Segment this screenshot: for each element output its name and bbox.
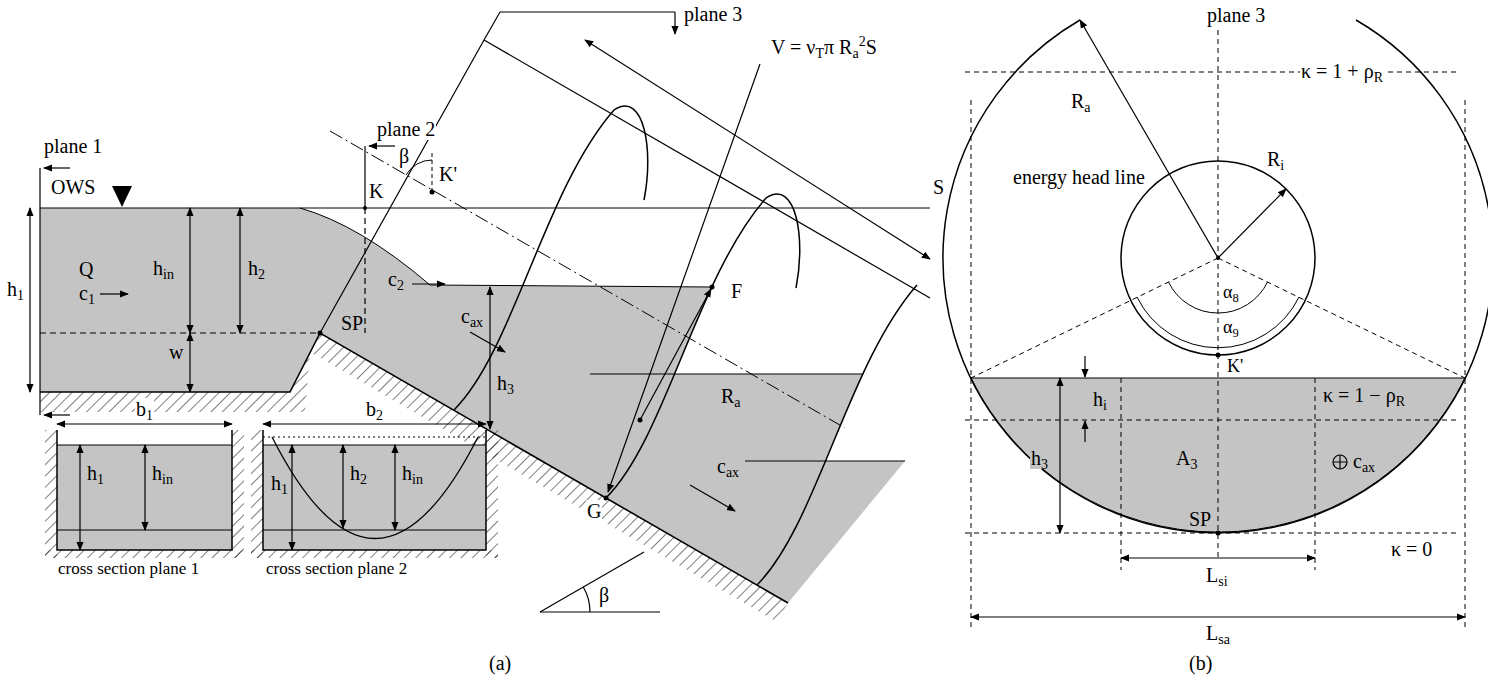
- diagram-label: c2: [387, 268, 405, 290]
- subscript: 2: [258, 267, 265, 282]
- diagram-label: cax: [1352, 450, 1376, 472]
- diagram-label: α8: [1222, 283, 1240, 303]
- diagram-label: Ra: [720, 385, 742, 407]
- diagram-label: SP: [340, 312, 364, 334]
- diagram-label: K: [368, 180, 384, 202]
- cross-section-1: [45, 424, 244, 558]
- subscript: ax: [1362, 460, 1375, 475]
- subscript: T: [815, 46, 824, 61]
- subscript: i: [1280, 158, 1284, 173]
- diagram-label: K': [438, 163, 458, 185]
- diagram-label: K': [1226, 357, 1244, 377]
- diagram-label: κ = 1 − ρR: [1322, 384, 1406, 406]
- diagram-label: Ri: [1266, 148, 1285, 170]
- subscript: a: [734, 395, 740, 410]
- diagram-label: plane 2: [376, 118, 436, 140]
- diagram-label: c1: [78, 282, 96, 304]
- diagram-label: cross section plane 1: [57, 560, 200, 579]
- arrows-a: [30, 40, 930, 612]
- subscript: 9: [1232, 326, 1238, 340]
- subscript: 3: [1041, 457, 1048, 472]
- subscript: R: [1374, 70, 1383, 85]
- superscript: 2: [859, 34, 866, 49]
- subscript: 1: [281, 482, 288, 497]
- diagram-label: h3: [1030, 447, 1049, 469]
- subscript: a: [852, 46, 858, 61]
- diagram-label: Q: [78, 258, 94, 280]
- diagram-label: β: [598, 584, 610, 606]
- diagram-label: h2: [247, 257, 266, 279]
- ground-hatch: [40, 333, 788, 622]
- diagram-label: h3: [496, 372, 515, 394]
- diagram-label: cax: [716, 455, 740, 477]
- subscript: si: [1218, 574, 1227, 589]
- diagram-label: V = νTπ Ra2S: [770, 36, 878, 58]
- diagram-label: Lsa: [1205, 622, 1231, 644]
- subscript: 2: [397, 278, 404, 293]
- diagram-label: β: [398, 145, 410, 167]
- diagram-label: h1: [6, 278, 25, 300]
- screw-blades: [454, 106, 917, 585]
- diagram-label: α9: [1222, 318, 1240, 338]
- diagram-label: hin: [151, 462, 174, 484]
- diagram-label: κ = 1 + ρR: [1300, 60, 1384, 82]
- subscript: ax: [470, 315, 483, 330]
- diagram-label: Ra: [1070, 90, 1092, 112]
- diagram-label: plane 1: [43, 135, 103, 157]
- diagram-label: κ = 0: [1390, 538, 1433, 560]
- diagram-label: hin: [152, 257, 175, 279]
- diagram-label: b2: [365, 398, 384, 420]
- diagram-label: cax: [460, 305, 484, 327]
- subscript: 3: [507, 382, 514, 397]
- subscript: R: [1396, 394, 1405, 409]
- subscript: in: [163, 267, 174, 282]
- diagram-label: hi: [1092, 388, 1108, 410]
- subscript: 1: [146, 408, 153, 423]
- subscript: a: [1084, 100, 1090, 115]
- diagram-label: F: [730, 280, 743, 302]
- diagram-label: energy head line: [1012, 166, 1146, 188]
- subscript: 3: [1190, 457, 1197, 472]
- diagram-label: w: [168, 341, 184, 363]
- diagram-label: plane 3: [683, 3, 743, 25]
- diagram-label: Lsi: [1205, 564, 1229, 586]
- subscript: in: [412, 472, 423, 487]
- subscript: in: [162, 472, 173, 487]
- subscript: 8: [1232, 291, 1238, 305]
- diagram-label: h1: [270, 472, 289, 494]
- subscript: 1: [88, 292, 95, 307]
- diagram-label: A3: [1175, 447, 1198, 469]
- subscript: 1: [97, 472, 104, 487]
- diagram-label: hin: [401, 462, 424, 484]
- subscript: i: [1103, 398, 1107, 413]
- diagram-label: (b): [1188, 652, 1213, 674]
- subscript: sa: [1218, 632, 1230, 647]
- subscript: 1: [17, 288, 24, 303]
- diagram-label: S: [932, 176, 945, 198]
- water: [40, 208, 905, 603]
- diagram-label: h2: [349, 462, 368, 484]
- subscript: 2: [376, 408, 383, 423]
- subscript: ax: [726, 465, 739, 480]
- cross-section-2: [251, 424, 498, 558]
- plane-3-section: [943, 20, 1488, 630]
- diagram-label: G: [586, 500, 602, 522]
- subscript: 2: [360, 472, 367, 487]
- channel-lines: [40, 12, 930, 603]
- diagram-label: b1: [135, 398, 154, 420]
- diagram-label: OWS: [50, 176, 96, 198]
- diagram-label: plane 3: [1206, 4, 1266, 26]
- diagram-label: (a): [488, 652, 512, 674]
- diagram-label: SP: [1188, 508, 1212, 530]
- diagram-label: cross section plane 2: [265, 560, 408, 579]
- diagram-label: h1: [86, 462, 105, 484]
